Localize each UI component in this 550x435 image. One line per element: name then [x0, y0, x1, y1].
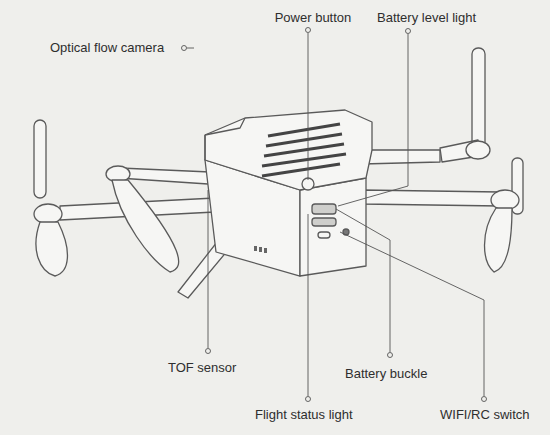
part-label: Battery level light [377, 10, 476, 26]
battery-top [205, 110, 372, 190]
motor [34, 204, 62, 224]
arm [362, 190, 500, 206]
part-label: Optical flow camera [50, 40, 164, 56]
motor [491, 190, 519, 210]
side-marks [254, 246, 267, 253]
part-label: Flight status light [255, 407, 353, 423]
drone-drawing [34, 48, 523, 298]
battery-buckle [312, 204, 336, 214]
motor [466, 141, 490, 159]
leader-dots [182, 28, 487, 402]
propeller-blade [112, 180, 179, 272]
propeller-blade [34, 120, 46, 198]
body-front [300, 178, 366, 276]
propeller-blade [485, 208, 513, 272]
propeller-blade [36, 222, 67, 276]
vents [262, 124, 346, 176]
part-label: Battery buckle [345, 366, 427, 382]
part-label: TOF sensor [168, 360, 236, 376]
battery-edge [205, 118, 245, 160]
status-light [312, 218, 336, 226]
arm [118, 168, 210, 184]
part-label: WIFI/RC switch [440, 407, 530, 423]
switch [318, 232, 330, 238]
part-label: Power button [275, 10, 352, 26]
leader-lines [187, 33, 484, 396]
propeller-blade [472, 48, 485, 148]
